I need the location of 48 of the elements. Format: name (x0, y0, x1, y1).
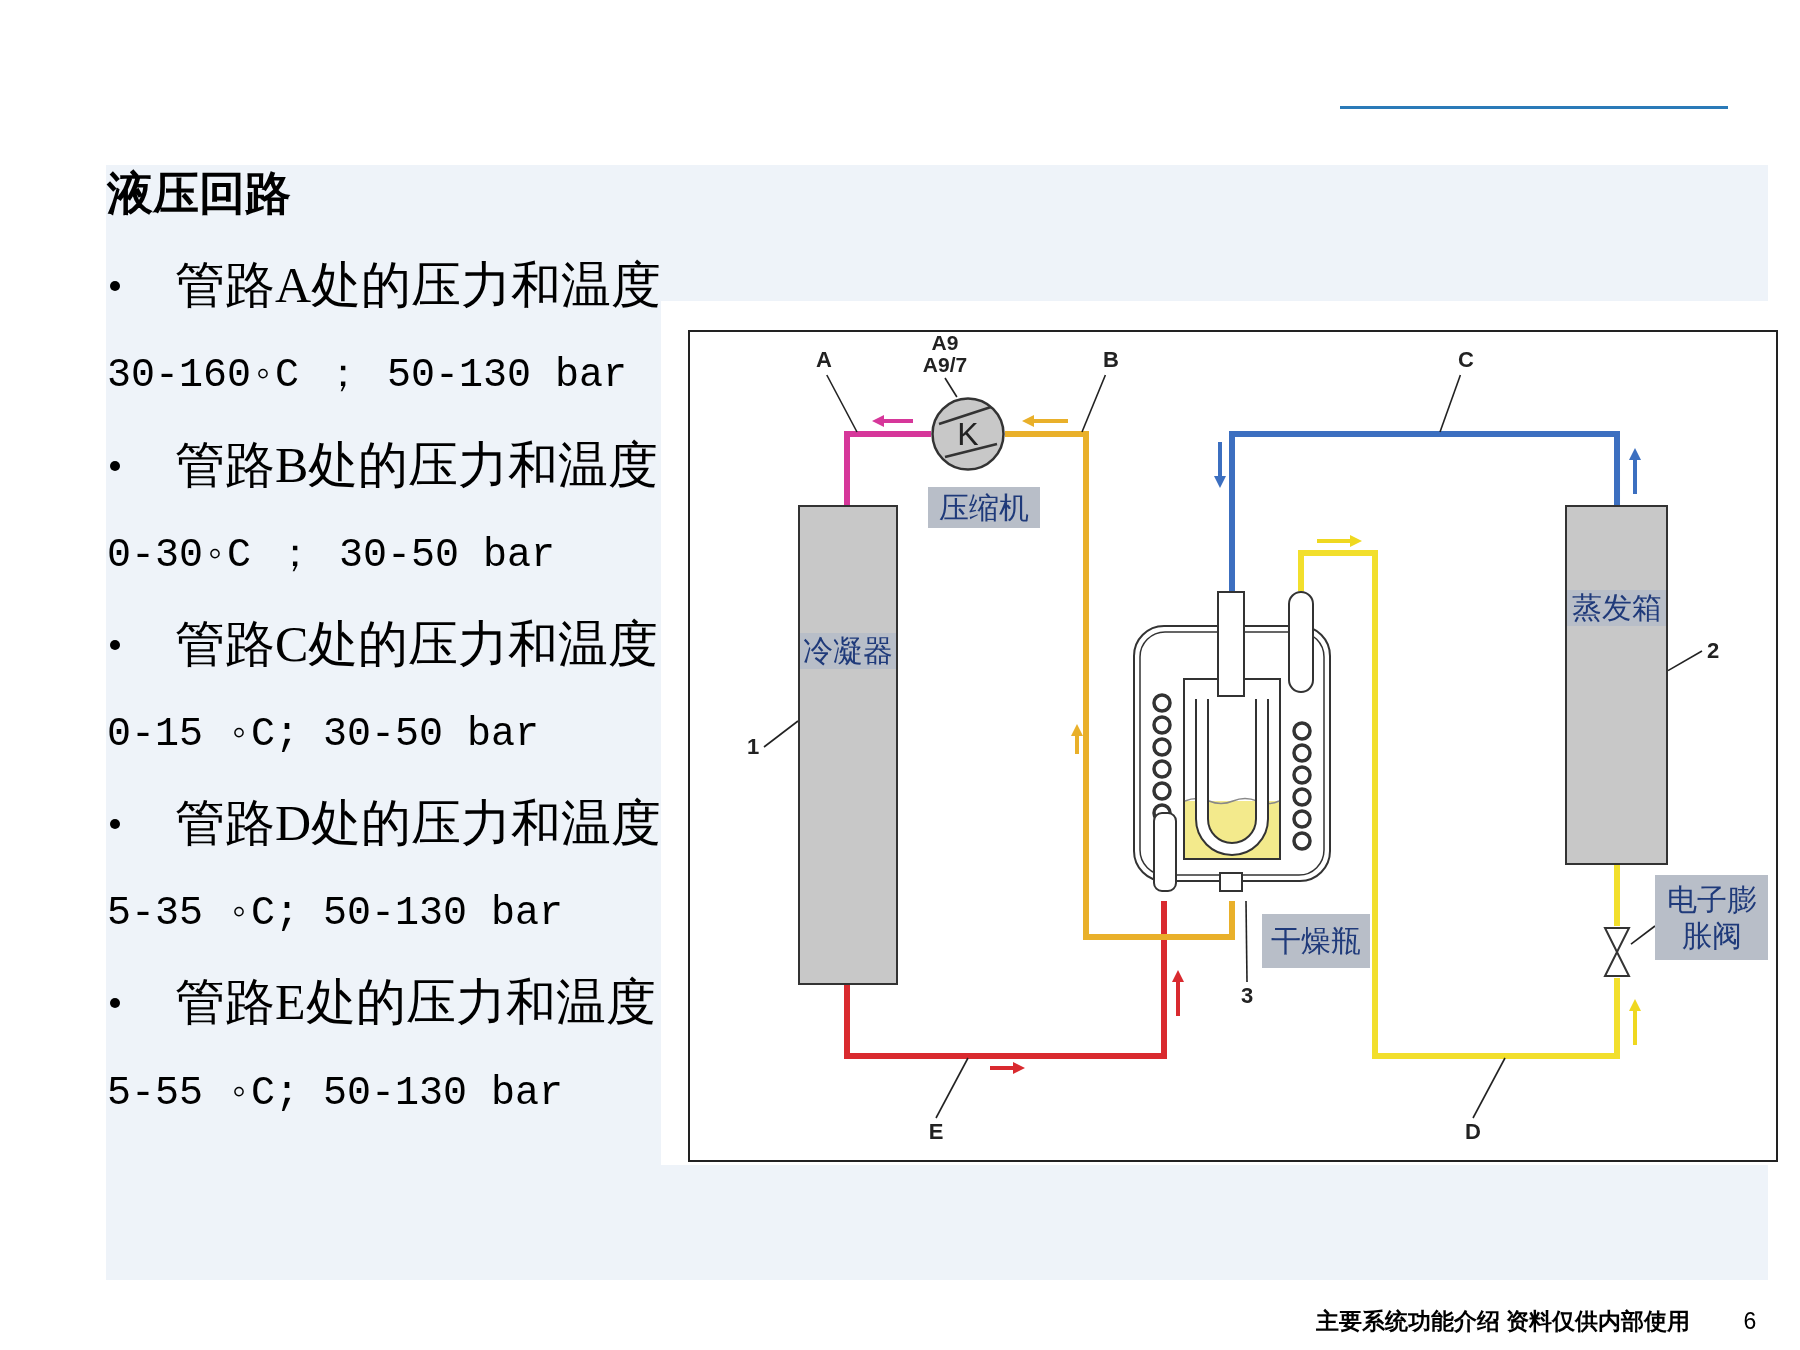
callout-label: 3 (1236, 982, 1258, 1010)
callout-label: A9/7 (922, 354, 968, 377)
heat-exchanger-block (798, 505, 898, 985)
bullet-text: 管路A处的压力和温度 (175, 256, 662, 315)
callout-label: C (1452, 345, 1480, 375)
expansion-valve-symbol (1603, 926, 1631, 978)
refrigerant-pipe (1005, 431, 1235, 940)
leader-line (1472, 1057, 1506, 1119)
leader-line (763, 720, 799, 748)
value-text: 5-55 ◦C; 50-130 bar (107, 1070, 564, 1118)
callout-label: D (1462, 1118, 1484, 1146)
callout-label: 2 (1702, 637, 1724, 665)
refrigerant-pipe (1614, 865, 1620, 926)
refrigerant-pipe (1229, 431, 1620, 591)
leader-line (1667, 650, 1703, 672)
callout-label: E (925, 1118, 947, 1146)
leader-line (935, 1057, 969, 1119)
page-number: 6 (1742, 1307, 1758, 1336)
bullet-text: 管路D处的压力和温度 (175, 794, 662, 853)
leader-line (1081, 374, 1107, 433)
value-text: 0-30◦C ； 30-50 bar (107, 532, 556, 580)
callout-label: 1 (742, 733, 764, 761)
leader-line (826, 374, 858, 433)
slide-title: 液压回路 (107, 167, 291, 221)
bullet-text: 管路E处的压力和温度 (175, 973, 656, 1032)
leader-line (1439, 374, 1462, 433)
callout-label: A9 (931, 331, 959, 354)
part-label: 冷凝器 (800, 633, 896, 669)
part-label: 蒸发箱 (1567, 590, 1666, 626)
bullet-text: 管路C处的压力和温度 (175, 615, 659, 674)
value-text: 5-35 ◦C; 50-130 bar (107, 890, 564, 938)
part-label: 电子膨胀阀 (1655, 875, 1768, 960)
callout-label: A (810, 345, 838, 375)
part-label: 干燥瓶 (1262, 914, 1370, 968)
refrigerant-pipe (844, 431, 931, 505)
leader-line (944, 377, 958, 398)
bullet-text: 管路B处的压力和温度 (175, 436, 659, 495)
refrigerant-pipe (1298, 550, 1620, 1059)
heat-exchanger-block (1565, 505, 1668, 865)
leader-line (1245, 900, 1248, 983)
value-text: 30-160◦C ； 50-130 bar (107, 352, 628, 400)
part-label: 压缩机 (928, 487, 1040, 528)
leader-line (1630, 925, 1656, 945)
compressor-letter: K (957, 418, 979, 450)
value-text: 0-15 ◦C; 30-50 bar (107, 711, 540, 759)
footer-text: 主要系统功能介绍 资料仅供内部使用 (1314, 1307, 1690, 1336)
callout-label: B (1097, 345, 1125, 375)
refrigerant-pipe (844, 901, 1167, 1059)
